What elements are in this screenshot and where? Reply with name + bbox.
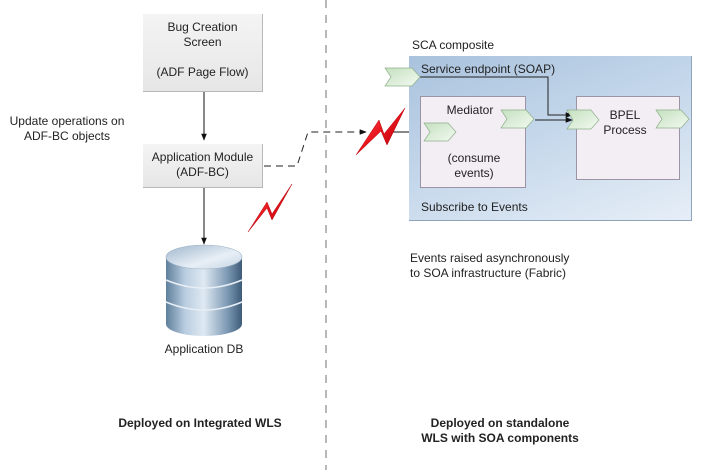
lightning-icon-left	[247, 183, 293, 233]
events-note-line1: Events raised asynchronously	[410, 251, 570, 265]
bug-screen-line3: (ADF Page Flow)	[156, 65, 249, 79]
update-note-line1: Update operations on	[9, 114, 125, 128]
service-endpoint-label: Service endpoint (SOAP)	[421, 62, 556, 76]
events-note-line2: to SOA infrastructure (Fabric)	[410, 266, 567, 280]
mediator-box: Mediator (consume events)	[420, 96, 526, 188]
left-footer: Deployed on Integrated WLS	[118, 416, 282, 430]
mediator-line1: (consume	[447, 151, 501, 165]
sca-composite-title: SCA composite	[412, 38, 495, 52]
subscribe-events-label: Subscribe to Events	[421, 200, 528, 214]
database-label: Application DB	[164, 342, 244, 356]
bug-screen-line1: Bug Creation	[167, 20, 238, 34]
application-module-box: Application Module (ADF-BC)	[143, 144, 263, 188]
events-raised-note: Events raised asynchronously to SOA infr…	[410, 251, 569, 281]
app-module-line1: Application Module	[151, 150, 254, 164]
bpel-process-box: BPEL Process	[576, 96, 680, 180]
bpel-line2: Process	[603, 123, 647, 137]
right-footer-line1: Deployed on standalone	[430, 416, 570, 430]
update-note-line2: ADF-BC objects	[23, 129, 111, 143]
mediator-line2: events)	[454, 166, 494, 180]
bug-creation-screen-box: Bug Creation Screen (ADF Page Flow)	[143, 14, 263, 92]
sca-composite-box: Service endpoint (SOAP) Mediator (consum…	[409, 56, 692, 221]
app-module-line2: (ADF-BC)	[176, 165, 229, 179]
database-icon	[165, 244, 243, 336]
bug-screen-line2: Screen	[183, 35, 222, 49]
update-operations-note: Update operations on ADF-BC objects	[2, 114, 132, 144]
lightning-icon-right	[355, 107, 406, 156]
bpel-line1: BPEL	[609, 108, 641, 122]
mediator-title: Mediator	[446, 103, 494, 117]
right-footer: Deployed on standalone WLS with SOA comp…	[400, 416, 600, 446]
event-dashed-path	[264, 129, 367, 167]
right-footer-line2: WLS with SOA components	[421, 431, 579, 445]
